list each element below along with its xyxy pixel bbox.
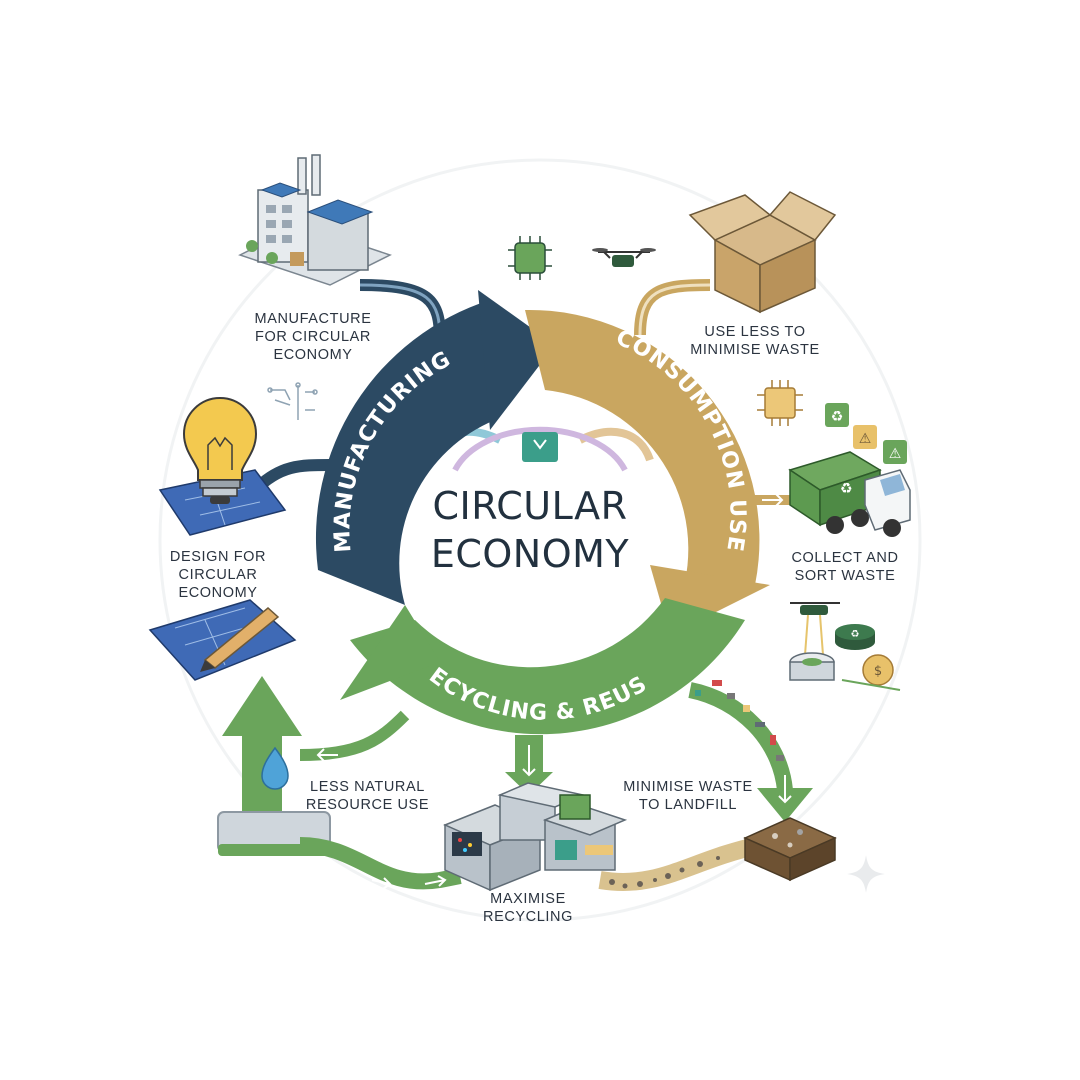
landfill-icon [743,817,837,882]
recycle-sign-icons: ♻ ⚠ ⚠ [825,403,907,464]
water-drop-icon [261,746,289,790]
processor-icon [757,380,803,426]
label-maximise: MAXIMISE RECYCLING [483,891,573,925]
label-manufacture: MANUFACTURE FOR CIRCULAR ECONOMY [254,311,372,363]
coin-icon: ♻ $ [835,624,901,691]
resource-connector [299,710,410,761]
box-connector-inner [638,283,711,336]
svg-text:♻: ♻ [840,481,853,497]
background-ring [158,158,922,922]
lightbulb-icon [182,396,258,504]
blueprint-pencil-icon [148,599,297,681]
title-line-2: ECONOMY [430,532,630,576]
waste-pebbles [609,856,720,889]
truck-connector-arrow [762,493,784,507]
recycling-feed [299,837,462,890]
title-line-1: CIRCULAR [432,484,628,528]
label-collect: COLLECT AND SORT WASTE [791,550,899,584]
manufacturing-arrowhead [478,290,555,430]
consumption-arc [525,309,760,600]
resource-up-arrow [222,676,302,820]
svg-text:⚠: ⚠ [859,431,872,447]
sparkle-icon [847,855,885,893]
waste-path [598,836,762,891]
landfill-arrowhead [757,788,813,822]
recycling-arc [350,598,745,735]
drone-icon [592,248,656,267]
manufacturing-arc [315,300,495,605]
svg-text:$: $ [874,664,882,679]
label-use-less: USE LESS TO MINIMISE WASTE [690,324,820,358]
label-less-natural: LESS NATURAL RESOURCE USE [305,779,430,813]
resource-connector-marks [316,748,338,762]
box-icon [688,191,837,314]
label-landfill: MINIMISE WASTE TO LANDFILL [623,779,753,813]
circuit-icon [267,382,318,420]
factory-icon [238,154,392,286]
garbage-truck-icon: ♻ [788,451,911,537]
recycling-down-mark [522,745,536,777]
recycling-arrowhead [340,605,440,700]
chip-icon [508,236,552,280]
landfill-arrow-mark [778,775,792,804]
svg-text:♻: ♻ [851,629,860,640]
drone-pedestal-icon [789,602,840,681]
diagram-title: CIRCULAR ECONOMY [380,482,680,578]
recycling-machine-icon [443,782,628,892]
svg-text:⚠: ⚠ [889,446,902,462]
waste-items [695,680,784,761]
svg-text:♻: ♻ [831,409,844,425]
recycling-feed-mark [371,875,447,890]
label-design: DESIGN FOR CIRCULAR ECONOMY [169,549,267,601]
landfill-connector [688,682,793,792]
